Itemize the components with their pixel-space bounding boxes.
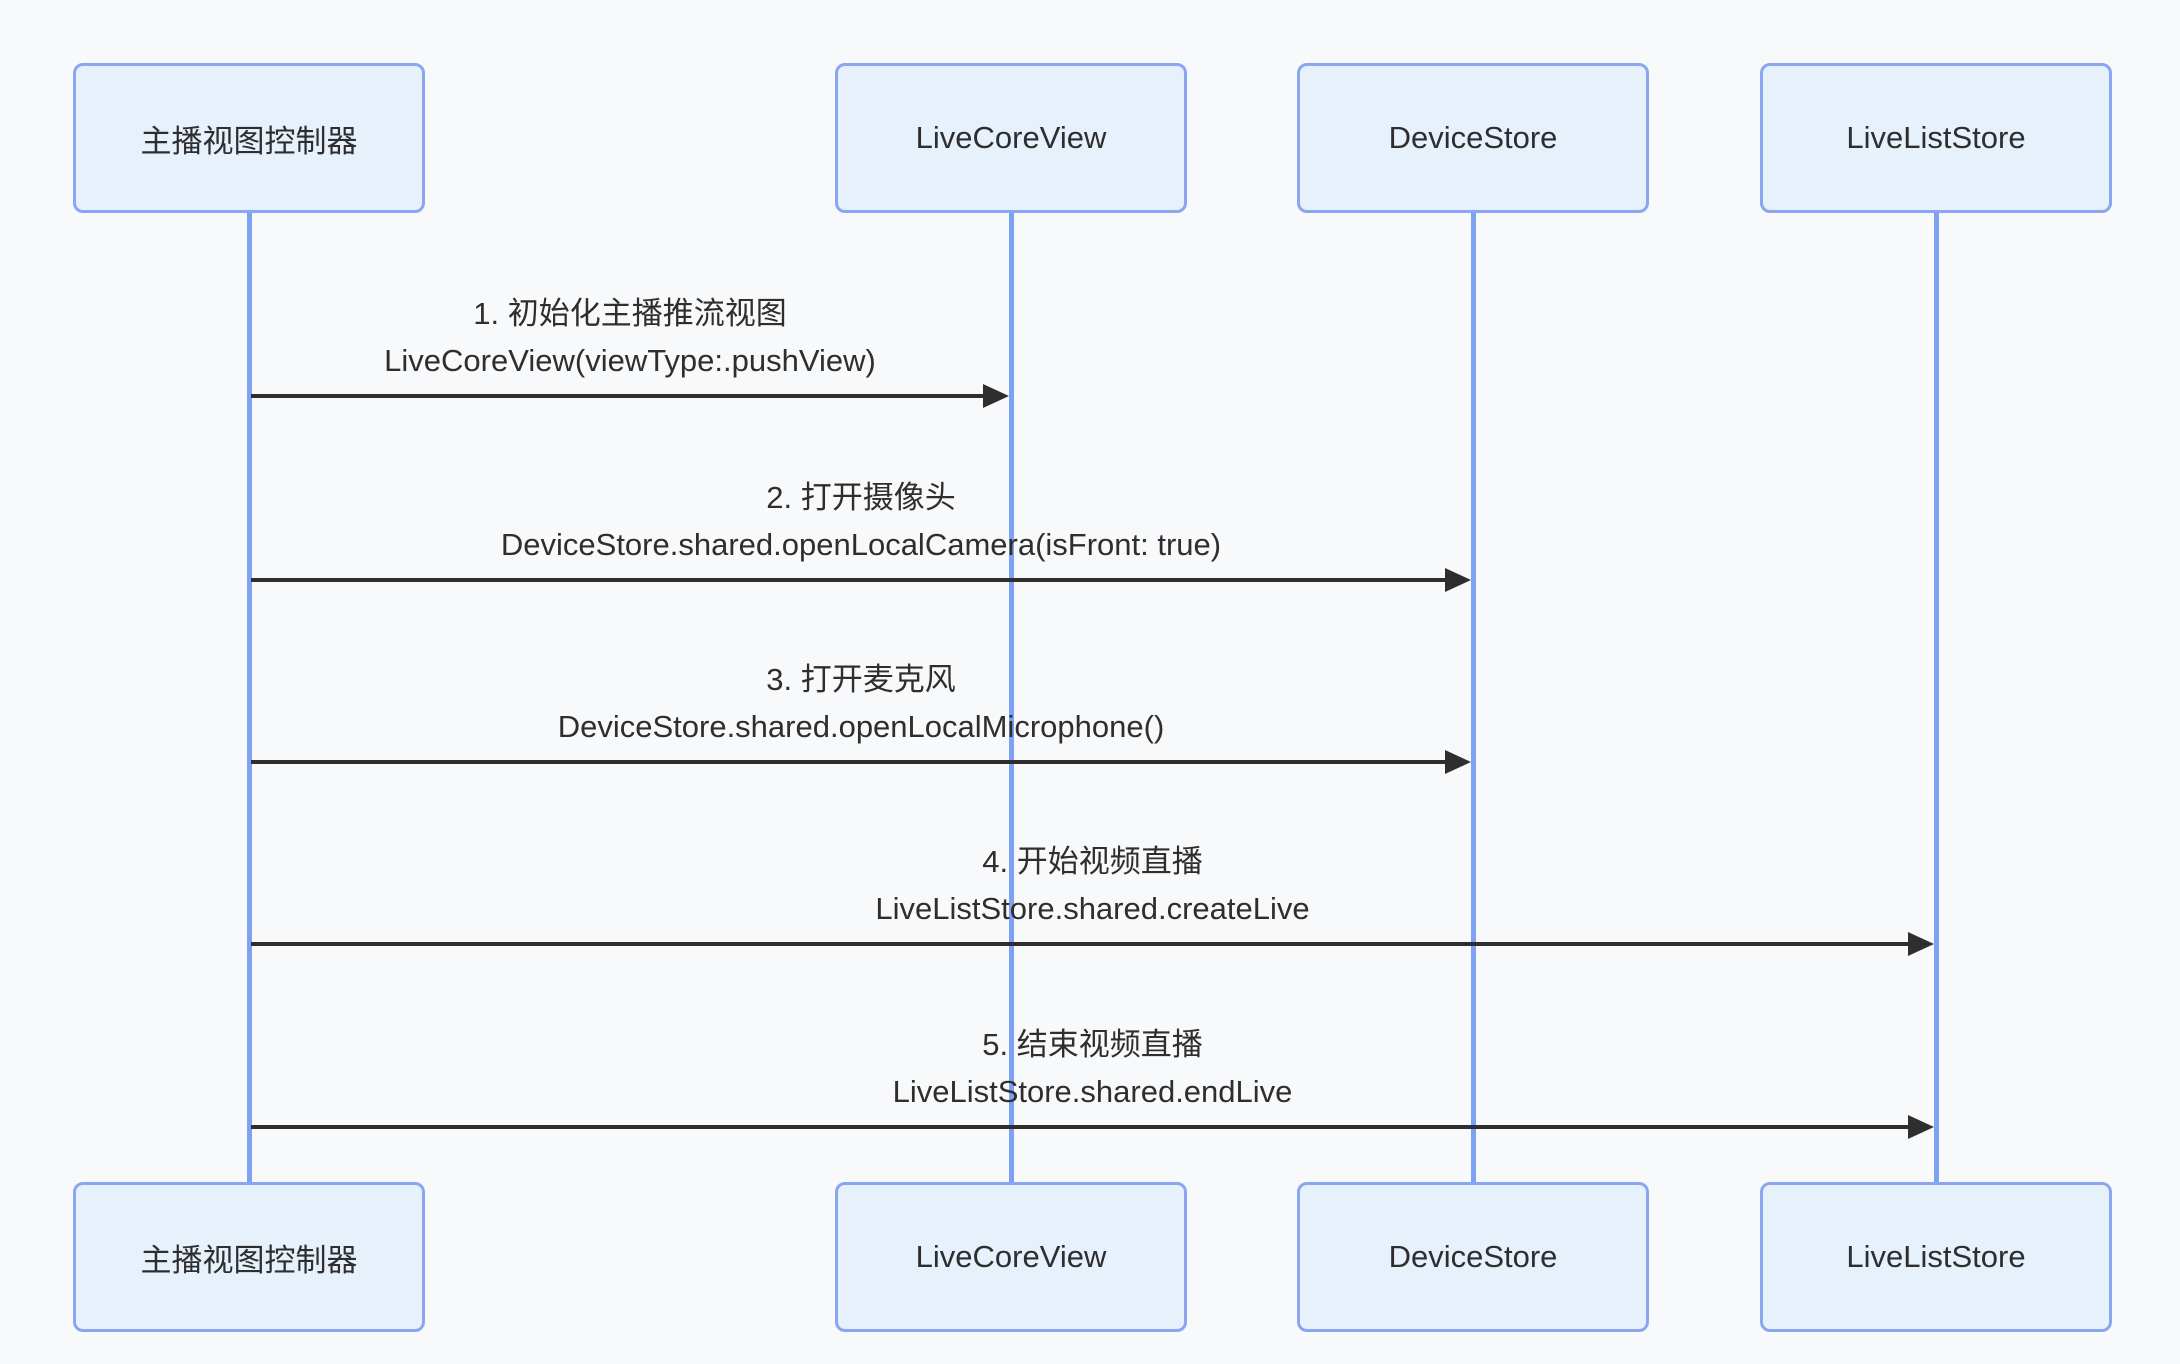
actor-label: LiveListStore — [1846, 120, 2026, 155]
message-arrow — [251, 1115, 1934, 1139]
actor-label: DeviceStore — [1388, 1239, 1558, 1274]
arrowhead-icon — [1908, 932, 1934, 956]
message-arrow-line — [251, 942, 1912, 946]
actor-label: LiveCoreView — [915, 1239, 1107, 1274]
message-code: LiveCoreView(viewType:.pushView) — [384, 343, 876, 378]
actor-label: LiveListStore — [1846, 1239, 2026, 1274]
actor-label: DeviceStore — [1388, 120, 1558, 155]
actor-box-device-store-top: DeviceStore — [1297, 63, 1649, 213]
lifeline-live-core-view — [1008, 213, 1014, 1182]
message-code: LiveListStore.shared.endLive — [892, 1074, 1293, 1109]
lifeline-anchor-view-controller — [246, 213, 252, 1182]
message-code: DeviceStore.shared.openLocalCamera(isFro… — [500, 527, 1222, 562]
actor-label: 主播视图控制器 — [140, 1242, 358, 1278]
lifeline-device-store — [1470, 213, 1476, 1182]
actor-box-anchor-view-controller-top: 主播视图控制器 — [73, 63, 425, 213]
actor-box-live-core-view-top: LiveCoreView — [835, 63, 1187, 213]
arrowhead-icon — [1445, 750, 1471, 774]
message-text: 5. 结束视频直播 LiveListStore.shared.endLive — [893, 1021, 1293, 1115]
message-arrow — [251, 750, 1471, 774]
message-arrow — [251, 568, 1471, 592]
message-code: DeviceStore.shared.openLocalMicrophone() — [557, 709, 1165, 744]
message-label: 5. 结束视频直播 — [982, 1027, 1203, 1062]
message-arrow-line — [251, 760, 1449, 764]
message-label: 1. 初始化主播推流视图 — [473, 296, 787, 331]
actor-box-live-list-store-bottom: LiveListStore — [1760, 1182, 2112, 1332]
message-arrow — [251, 384, 1009, 408]
message-label: 2. 打开摄像头 — [766, 480, 956, 515]
message-text: 1. 初始化主播推流视图 LiveCoreView(viewType:.push… — [384, 290, 876, 384]
arrowhead-icon — [1445, 568, 1471, 592]
message-text: 2. 打开摄像头 DeviceStore.shared.openLocalCam… — [501, 474, 1221, 568]
arrowhead-icon — [1908, 1115, 1934, 1139]
message-arrow — [251, 932, 1934, 956]
actor-label: LiveCoreView — [915, 120, 1107, 155]
message-arrow-line — [251, 1125, 1912, 1129]
message-label: 4. 开始视频直播 — [982, 844, 1203, 879]
message-label: 3. 打开麦克风 — [766, 662, 956, 697]
actor-label: 主播视图控制器 — [140, 123, 358, 159]
actor-box-live-core-view-bottom: LiveCoreView — [835, 1182, 1187, 1332]
actor-box-live-list-store-top: LiveListStore — [1760, 63, 2112, 213]
message-code: LiveListStore.shared.createLive — [875, 891, 1310, 926]
lifeline-live-list-store — [1933, 213, 1939, 1182]
message-arrow-line — [251, 578, 1449, 582]
actor-box-device-store-bottom: DeviceStore — [1297, 1182, 1649, 1332]
message-text: 3. 打开麦克风 DeviceStore.shared.openLocalMic… — [558, 656, 1165, 750]
actor-box-anchor-view-controller-bottom: 主播视图控制器 — [73, 1182, 425, 1332]
message-text: 4. 开始视频直播 LiveListStore.shared.createLiv… — [875, 838, 1309, 932]
message-arrow-line — [251, 394, 987, 398]
arrowhead-icon — [983, 384, 1009, 408]
